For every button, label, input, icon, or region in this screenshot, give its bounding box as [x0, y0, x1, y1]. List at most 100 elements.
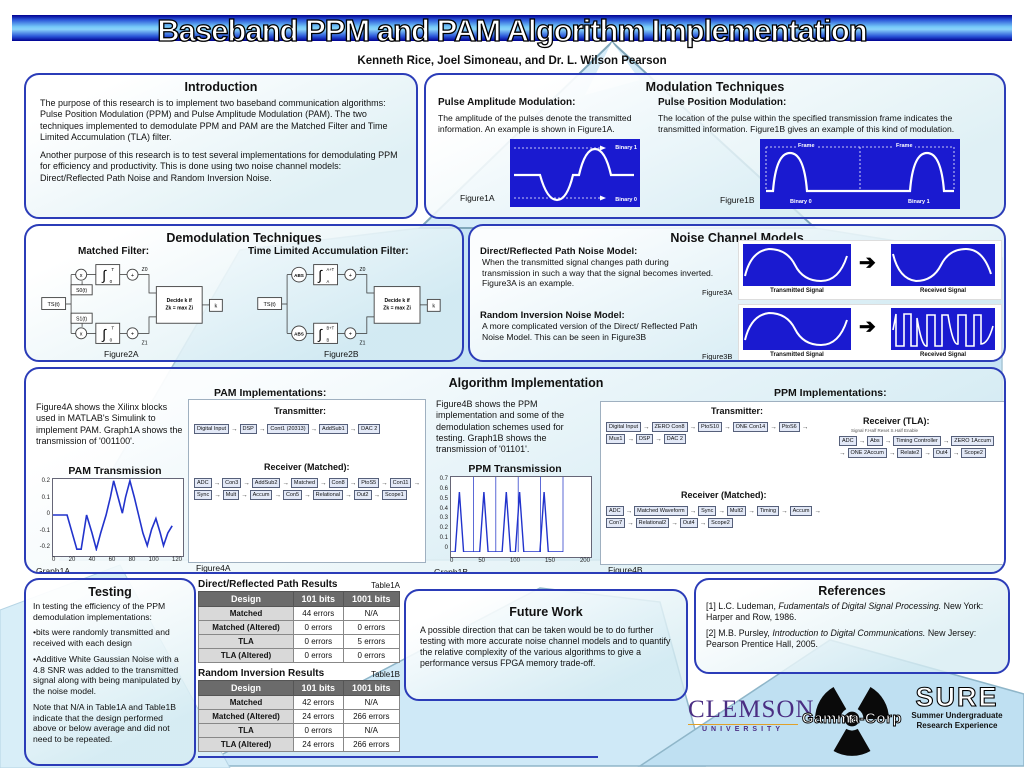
- table-row: TLA (Altered) 0 errors 0 errors: [198, 648, 401, 663]
- references-heading: References: [818, 584, 886, 598]
- table1a: Design 101 bits 1001 bits Matched 44 err…: [198, 591, 401, 663]
- figure1b-binary1-label: Binary 1: [908, 199, 930, 205]
- svg-text:TS(t): TS(t): [264, 302, 276, 308]
- graph1a-line: [53, 477, 173, 553]
- poster-title: Baseband PPM and PAM Algorithm Implement…: [157, 12, 869, 48]
- svg-text:Zk = max Zi: Zk = max Zi: [165, 306, 193, 312]
- svg-text:ABS: ABS: [294, 332, 304, 337]
- figure3a-rx-label: Received Signal: [919, 288, 967, 294]
- reference-2: [2] M.B. Pursley, Introduction to Digita…: [706, 627, 977, 649]
- svg-text:B: B: [327, 338, 330, 343]
- table1b-header-design: Design: [198, 680, 294, 696]
- table1a-header-1001: 1001 bits: [342, 591, 401, 607]
- figure1a-binary1-label: Binary 1: [615, 145, 637, 151]
- svg-text:T: T: [111, 326, 114, 331]
- table-row: Matched 44 errors N/A: [198, 606, 401, 621]
- figure2a-diagram: TS(t) x x S0(t) S1(t) ∫ T 0 ∫ T 0 + + Z0…: [41, 264, 223, 346]
- figure1b-label: Figure1B: [720, 195, 755, 205]
- svg-text:Z0: Z0: [142, 267, 148, 273]
- figure4a-receiver-heading: Receiver (Matched):: [264, 462, 350, 472]
- ppm-impl-heading: PPM Implementations:: [774, 387, 887, 399]
- future-work-body: A possible direction that can be taken w…: [420, 625, 671, 668]
- figure3a-received-waveform: [891, 244, 995, 286]
- svg-text:TS(t): TS(t): [48, 302, 60, 308]
- future-work-box: Future Work A possible direction that ca…: [404, 589, 688, 701]
- pam-modulation-body: The amplitude of the pulses denote the t…: [438, 113, 632, 134]
- testing-paragraph-1: In testing the efficiency of the PPM dem…: [33, 601, 166, 622]
- tla-filter-heading: Time Limited Accumulation Filter:: [248, 246, 409, 257]
- table1b-tag: Table1B: [371, 670, 400, 679]
- table1a-tag: Table1A: [371, 581, 400, 590]
- modulation-box: Modulation Techniques Pulse Amplitude Mo…: [424, 73, 1006, 219]
- figure1b-waveform: [765, 146, 955, 193]
- graph1b-title: PPM Transmission: [468, 463, 562, 475]
- testing-box: Testing In testing the efficiency of the…: [24, 578, 196, 766]
- svg-text:x: x: [80, 273, 83, 279]
- table1b: Design 101 bits 1001 bits Matched 42 err…: [198, 680, 401, 752]
- table-row: Matched 42 errors N/A: [198, 695, 401, 710]
- figure4a: Transmitter: Digital Input→DSP→Cont1 (20…: [188, 399, 426, 563]
- svg-text:S0(t): S0(t): [76, 288, 87, 294]
- table-row: Matched (Altered) 0 errors 0 errors: [198, 620, 401, 635]
- figure1b: Frame Frame Binary 0 Binary 1: [760, 139, 960, 209]
- svg-text:Decide k if: Decide k if: [167, 298, 192, 304]
- svg-text:ABS: ABS: [294, 273, 304, 278]
- random-noise-heading: Random Inversion Noise Model:: [480, 310, 625, 321]
- svg-text:x: x: [80, 332, 83, 338]
- table1a-title-row: Direct/Reflected Path Results Table1A: [198, 579, 400, 590]
- demodulation-heading: Demodulation Techniques: [166, 231, 322, 245]
- svg-text:T: T: [111, 267, 114, 272]
- clemson-wordmark: CLEMSON: [688, 696, 815, 723]
- noise-box: Noise Channel Models Direct/Reflected Pa…: [468, 224, 1006, 362]
- sure-subtitle-2: Research Experience: [916, 721, 998, 731]
- clemson-logo: CLEMSON UNIVERSITY: [688, 696, 815, 733]
- table1b-title: Random Inversion Results: [198, 668, 325, 679]
- introduction-heading: Introduction: [184, 80, 258, 94]
- svg-text:∫: ∫: [101, 268, 107, 283]
- introduction-paragraph-1: The purpose of this research is to imple…: [40, 98, 388, 142]
- references-box: References [1] L.C. Ludeman, Fudamentals…: [694, 578, 1010, 674]
- figure1b-frame2-label: Frame: [894, 143, 915, 149]
- algorithm-heading: Algorithm Implementation: [448, 376, 604, 390]
- graph1b-plot: [450, 476, 592, 558]
- algorithm-box: Algorithm Implementation PAM Implementat…: [24, 367, 1006, 574]
- figure4a-transmitter-blocks: Digital Input→DSP→Cont1 (20313)→AddSub1→…: [194, 424, 420, 434]
- direct-noise-body: When the transmitted signal changes path…: [482, 257, 714, 289]
- svg-text:+: +: [349, 332, 352, 338]
- figure1a-binary0-label: Binary 0: [615, 197, 637, 203]
- figure2b-label: Figure2B: [324, 349, 359, 359]
- graph1a-title: PAM Transmission: [68, 465, 162, 477]
- svg-text:k: k: [432, 304, 435, 310]
- graph1a-label: Graph1A: [36, 566, 71, 574]
- figure4b-transmitter-heading: Transmitter:: [711, 406, 764, 416]
- figure3a: ➔ Transmitted Signal Received Signal: [738, 240, 1002, 300]
- table-row: Matched (Altered) 24 errors 266 errors: [198, 709, 401, 724]
- svg-text:Z1: Z1: [142, 340, 148, 346]
- figure4b: Transmitter: Digital Input→ZERO Con8→Pto…: [600, 401, 1004, 565]
- graph1b-line: [451, 491, 563, 553]
- gamma-corp-logo: Gamma-Corp: [802, 678, 902, 760]
- figure4b-tla-heading: Receiver (TLA):: [863, 416, 930, 426]
- svg-text:0: 0: [110, 338, 113, 343]
- testing-paragraph-2: Note that N/A in Table1A and Table1B ind…: [33, 701, 177, 745]
- table1b-title-row: Random Inversion Results Table1B: [198, 668, 400, 679]
- figure4a-label: Figure4A: [196, 563, 231, 573]
- figure3a-arrow-icon: ➔: [859, 252, 876, 274]
- svg-text:k: k: [215, 304, 218, 310]
- ppm-modulation-body: The location of the pulse within the spe…: [658, 113, 955, 134]
- svg-text:∫: ∫: [317, 268, 323, 283]
- modulation-heading: Modulation Techniques: [645, 80, 785, 94]
- table-row: TLA 0 errors N/A: [198, 723, 401, 738]
- svg-text:S1(t): S1(t): [76, 317, 87, 323]
- results-tables: Direct/Reflected Path Results Table1A De…: [198, 579, 401, 752]
- radiation-trefoil-icon: [815, 687, 889, 756]
- figure3b-label: Figure3B: [702, 352, 733, 361]
- introduction-paragraph-2: Another purpose of this research is to t…: [40, 150, 398, 183]
- random-noise-body: A more complicated version of the Direct…: [482, 321, 698, 342]
- figure3a-tx-label: Transmitted Signal: [770, 288, 824, 294]
